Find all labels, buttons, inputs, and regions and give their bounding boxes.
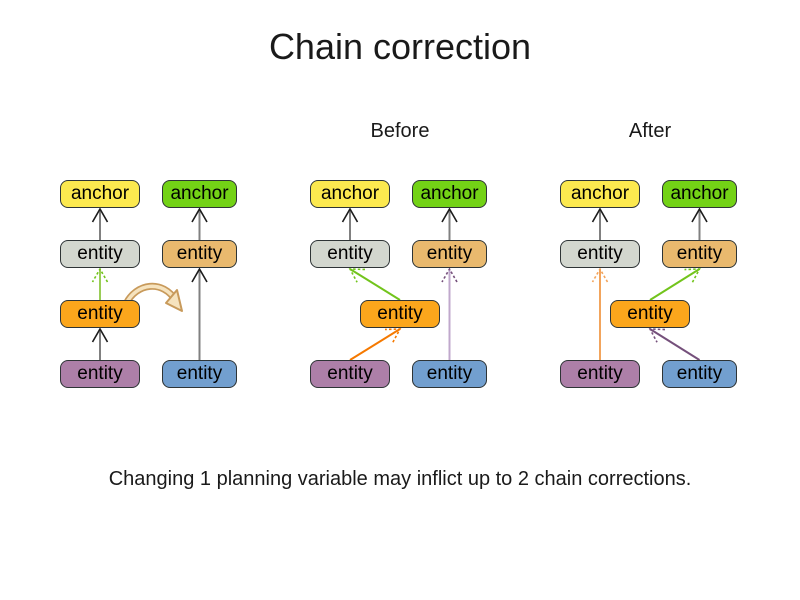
node-entity-before-e4: entity [310,360,390,388]
arrow-e4-to-e3 [349,328,402,361]
node-anchor-initial-a2: anchor [162,180,237,208]
arrow-e5-to-e2 [441,267,458,360]
node-anchor-after-a1: anchor [560,180,640,208]
arrow-e1-to-a1 [91,207,109,240]
node-entity-initial-e2: entity [162,240,237,268]
node-anchor-before-a1: anchor [310,180,390,208]
diagram-group-initial: anchor anchor entity entity entity entity enti… [60,180,240,392]
arrow-e4-to-e1 [591,267,609,360]
arrow-e5-to-e3 [648,328,701,361]
node-entity-initial-e1: entity [60,240,140,268]
arrow-e3-to-e1 [91,267,109,300]
arrow-e4-to-e3 [91,327,109,360]
group-label-after: After [628,120,672,142]
arrow-e2-to-a2 [441,207,458,240]
arrow-e2-to-a2 [191,207,208,240]
node-entity-before-e2: entity [412,240,487,268]
diagram-group-before: Before anchor anchor entity entity entity enti… [310,120,490,392]
node-entity-after-e1: entity [560,240,640,268]
node-entity-after-e2: entity [662,240,737,268]
node-entity-after-e5: entity [662,360,737,388]
arrow-e1-to-a1 [341,207,359,240]
arrow-e3-to-e2 [649,268,701,301]
arrow-e5-to-e2 [191,267,208,360]
node-entity-after-e4: entity [560,360,640,388]
group-label-before: Before [370,120,430,142]
node-entity-before-e5: entity [412,360,487,388]
node-entity-initial-e4: entity [60,360,140,388]
page-title: Chain correction [268,26,532,67]
node-entity-initial-e3: entity [60,300,140,328]
arrow-e2-to-a2 [691,207,708,240]
node-entity-initial-e5: entity [162,360,237,388]
node-anchor-after-a2: anchor [662,180,737,208]
arrow-e3-to-e1 [348,268,401,301]
node-entity-after-e3: entity [610,300,690,328]
node-entity-before-e1: entity [310,240,390,268]
node-anchor-before-a2: anchor [412,180,487,208]
caption-text: Changing 1 planning variable may inflict… [108,468,692,490]
node-anchor-initial-a1: anchor [60,180,140,208]
arrow-e1-to-a1 [591,207,609,240]
node-entity-before-e3: entity [360,300,440,328]
diagram-group-after: After anchor anchor entity entity entity entit… [560,120,740,392]
